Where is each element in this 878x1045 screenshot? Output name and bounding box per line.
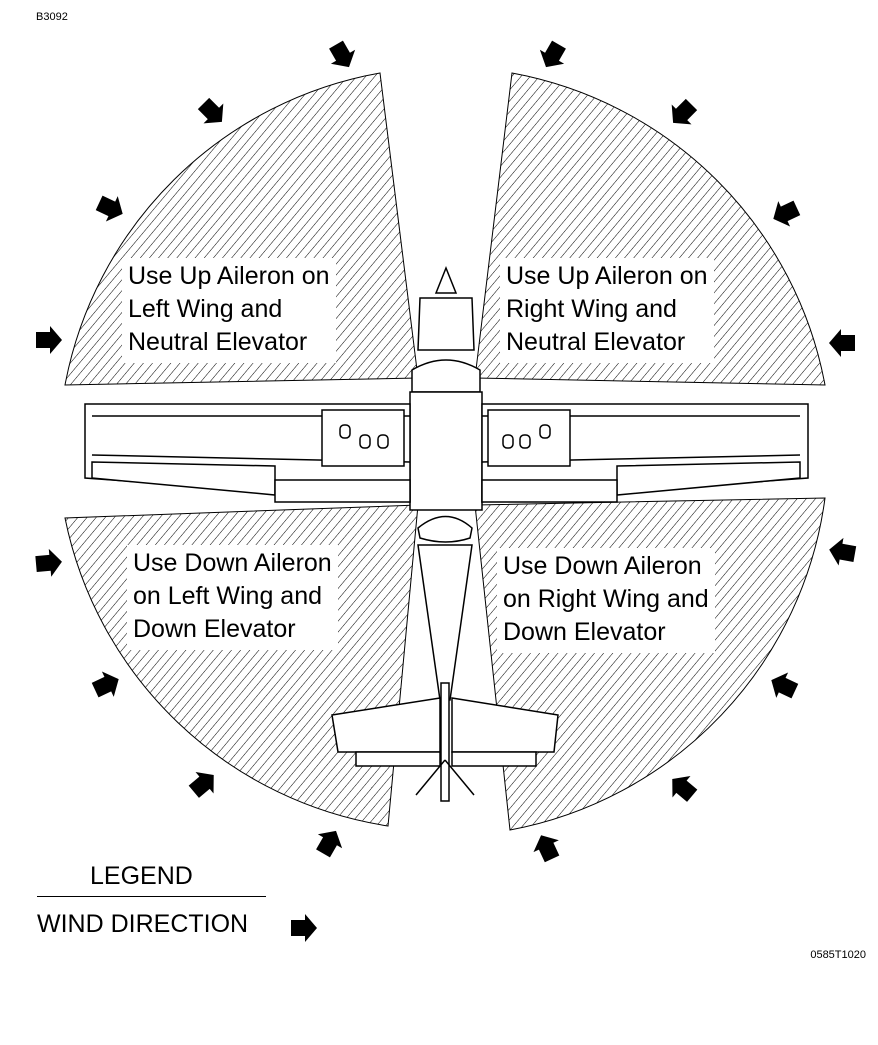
left-flap bbox=[274, 479, 411, 503]
right-aileron bbox=[616, 461, 801, 496]
instruction-line: on Right Wing and bbox=[503, 585, 709, 613]
instruction-line: Left Wing and bbox=[128, 295, 283, 323]
instruction-line: on Left Wing and bbox=[133, 582, 323, 610]
wind-arrow-icon bbox=[533, 37, 572, 75]
airplane-top-view bbox=[84, 265, 809, 802]
wind-arrow-icon bbox=[765, 667, 801, 704]
cowling bbox=[417, 297, 475, 351]
instruction-line: Use Down Aileron bbox=[503, 552, 702, 580]
rudder-line-left bbox=[415, 759, 446, 796]
cabin bbox=[409, 391, 483, 511]
wind-arrow-icon bbox=[826, 535, 858, 568]
propeller-spinner bbox=[434, 265, 458, 294]
vertical-fin bbox=[440, 682, 450, 802]
left-aileron bbox=[91, 461, 276, 496]
left-access-hole-2 bbox=[359, 434, 371, 449]
wind-arrow-icon bbox=[310, 823, 349, 861]
left-access-hole-3 bbox=[377, 434, 389, 449]
right-access-hole-3 bbox=[539, 424, 551, 439]
wind-arrow-icon bbox=[663, 94, 702, 133]
upper-left-instruction: Use Up Aileron on Left Wing and Neutral … bbox=[122, 258, 336, 363]
instruction-line: Down Elevator bbox=[133, 615, 296, 643]
rudder-line-right bbox=[444, 759, 475, 796]
wind-arrow-icon bbox=[663, 768, 702, 807]
wind-arrow-icon bbox=[193, 93, 232, 132]
right-access-hole-2 bbox=[519, 434, 531, 449]
wind-arrow-icon bbox=[323, 37, 362, 75]
wind-arrow-icon bbox=[184, 764, 223, 803]
lower-left-instruction: Use Down Aileron on Left Wing and Down E… bbox=[127, 545, 338, 650]
instruction-line: Down Elevator bbox=[503, 618, 666, 646]
instruction-line: Neutral Elevator bbox=[506, 328, 686, 356]
wind-arrow-icon bbox=[93, 190, 129, 227]
instruction-line: Use Down Aileron bbox=[133, 549, 332, 577]
instruction-line: Neutral Elevator bbox=[128, 328, 308, 356]
lower-right-instruction: Use Down Aileron on Right Wing and Down … bbox=[497, 548, 715, 653]
wind-arrow-icon bbox=[89, 666, 125, 703]
wind-arrow-icon bbox=[829, 329, 855, 357]
wind-arrow-icon bbox=[36, 326, 62, 354]
figure-id: B3092 bbox=[36, 11, 68, 23]
windshield bbox=[411, 359, 481, 393]
right-elevator bbox=[451, 751, 537, 767]
wind-arrow-icon bbox=[34, 547, 64, 578]
wind-arrow-icon bbox=[528, 829, 565, 865]
right-flap bbox=[481, 479, 618, 503]
right-access-hole-1 bbox=[502, 434, 514, 449]
legend-wind-arrow-icon bbox=[291, 914, 317, 942]
wind-arrow-icon bbox=[767, 195, 803, 232]
tailcone bbox=[417, 544, 473, 701]
right-stabilizer bbox=[451, 697, 559, 753]
legend-divider bbox=[37, 896, 266, 897]
instruction-line: Use Up Aileron on bbox=[506, 262, 708, 290]
instruction-line: Use Up Aileron on bbox=[128, 262, 330, 290]
upper-right-instruction: Use Up Aileron on Right Wing and Neutral… bbox=[500, 258, 714, 363]
legend-wind-direction-label: WIND DIRECTION bbox=[37, 910, 249, 938]
legend-title: LEGEND bbox=[90, 862, 193, 890]
instruction-line: Right Wing and bbox=[506, 295, 677, 323]
left-access-hole-1 bbox=[339, 424, 351, 439]
left-elevator bbox=[355, 751, 441, 767]
rear-window bbox=[417, 515, 473, 543]
reference-code: 0585T1020 bbox=[810, 949, 866, 961]
